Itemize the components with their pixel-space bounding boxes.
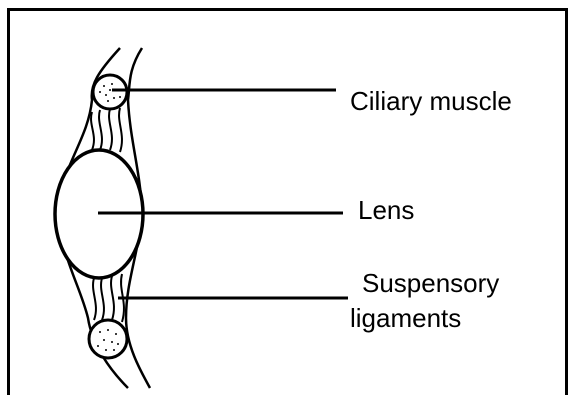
label-suspensory-line1: Suspensory	[362, 267, 499, 299]
label-lens: Lens	[358, 194, 414, 226]
suspensory-ligaments-upper	[91, 108, 122, 152]
label-ciliary-muscle: Ciliary muscle	[350, 85, 512, 117]
label-suspensory-line2: ligaments	[350, 302, 461, 334]
ciliary-muscle-lower	[89, 320, 127, 358]
ciliary-muscle-upper	[93, 75, 127, 109]
